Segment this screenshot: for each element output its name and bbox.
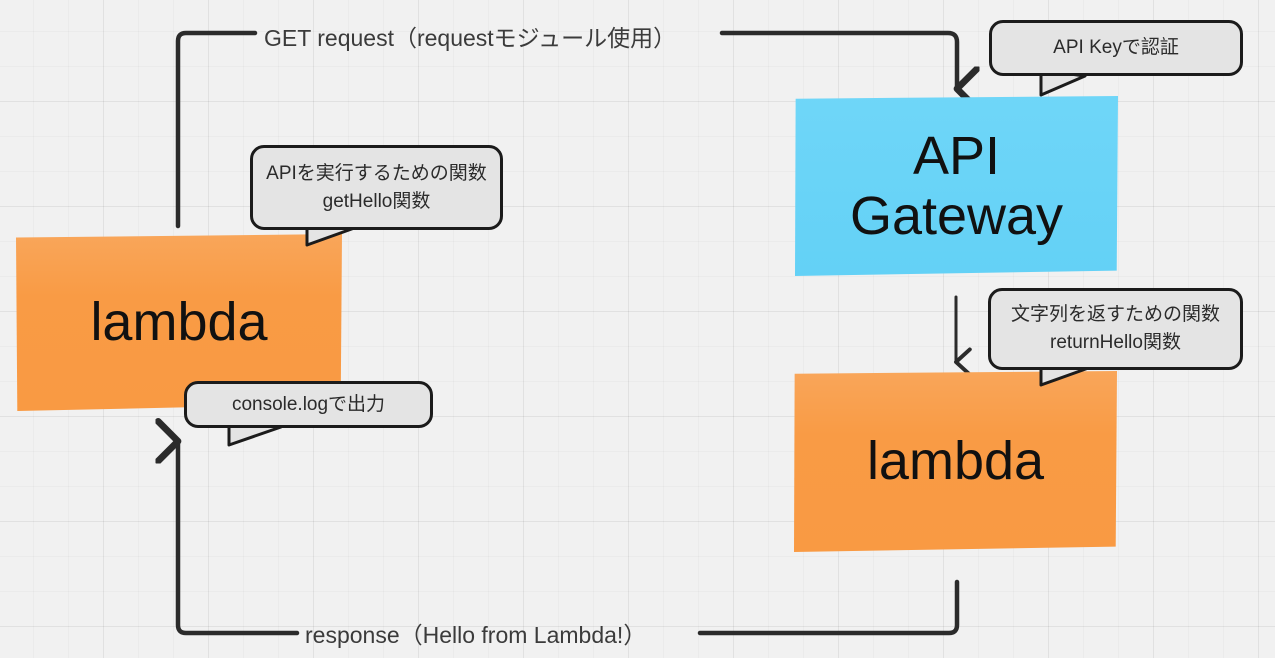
callout-console-log-body: console.logで出力 (184, 381, 433, 428)
callout-return-hello-line-1: returnHello関数 (1050, 332, 1181, 353)
node-lambda-right-label: lambda (866, 431, 1045, 492)
edge-label-response: response（Hello from Lambda!） (305, 622, 647, 648)
callout-api-key[interactable]: API Keyで認証 (989, 20, 1243, 97)
callout-console-log-line-0: console.logで出力 (231, 393, 386, 415)
callout-get-hello-line-1: getHello関数 (322, 190, 431, 212)
node-api-gateway-label-line1: API (912, 125, 1001, 186)
edge-label-get-request: GET request（requestモジュール使用） (264, 25, 677, 51)
edge-response-left-segment (178, 443, 300, 636)
callout-get-hello-body: APIを実行するための関数 getHello関数 (250, 145, 503, 230)
edge-response-right-segment (697, 579, 960, 636)
callout-get-hello-line-0: APIを実行するための関数 (266, 162, 487, 184)
callout-api-key-line-0: API Keyで認証 (1053, 37, 1179, 59)
callout-return-hello[interactable]: 文字列を返すための関数 returnHello関数 (988, 288, 1243, 387)
callout-return-hello-body: 文字列を返すための関数 returnHello関数 (988, 288, 1243, 370)
node-lambda-left-label: lambda (90, 292, 268, 353)
node-api-gateway[interactable]: API Gateway (795, 96, 1118, 276)
node-lambda-right[interactable]: lambda (794, 371, 1117, 552)
callout-get-hello[interactable]: APIを実行するための関数 getHello関数 (250, 145, 503, 247)
node-api-gateway-label-line2: Gateway (849, 186, 1064, 246)
callout-console-log[interactable]: console.logで出力 (184, 381, 433, 447)
edge-get-request-left-segment (175, 30, 258, 229)
node-lambda-left[interactable]: lambda (16, 234, 342, 411)
edge-get-request-right-segment (719, 30, 957, 87)
callout-api-key-body: API Keyで認証 (989, 20, 1243, 76)
callout-return-hello-line-0: 文字列を返すための関数 (1010, 304, 1220, 326)
